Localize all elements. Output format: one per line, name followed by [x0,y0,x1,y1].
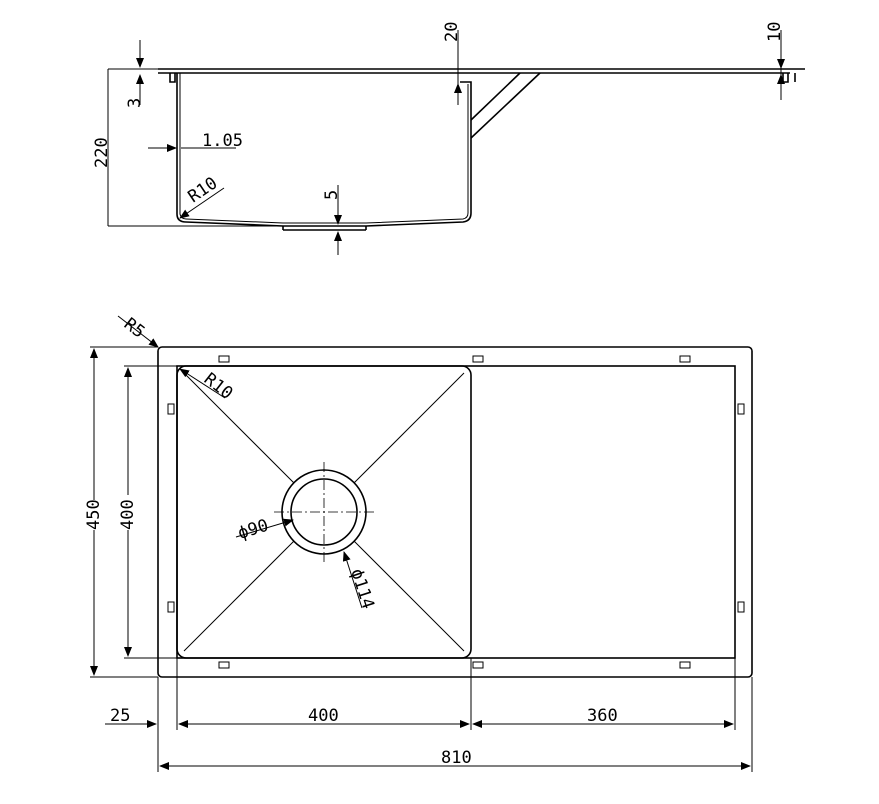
dim-r5-label: R5 [120,314,148,342]
dim-10-label: 10 [765,22,785,42]
top-view: R5 R10 ϕ90 ϕ114 450 400 25 40 [84,314,753,772]
mounting-clips [167,355,745,669]
dim-r10-top-arrow [179,368,226,399]
bowl-outline [176,365,472,659]
dim-phi90-label: ϕ90 [236,516,271,544]
drainer-area [176,365,736,659]
dim-400h-label: 400 [308,706,339,726]
dim-phi114-label: ϕ114 [346,566,378,611]
dim-r10-side-label: R10 [185,173,222,207]
dim-400v-label: 400 [118,499,138,530]
dim-5-label: 5 [322,190,342,200]
side-left-tab [169,73,176,83]
bowl-crease-tl [183,372,295,484]
dim-phi90-arrow [235,518,294,538]
side-right-tab [782,73,789,83]
dim-220-label: 220 [92,137,112,168]
dim-r10-top-label: R10 [200,369,237,404]
drain-inner-circle [290,478,358,546]
side-strut-a [470,72,521,121]
side-view: 20 10 3 220 1.05 R10 5 [92,22,805,255]
outer-rim [157,346,753,678]
dim-25-label: 25 [110,706,130,726]
dim-450-label: 450 [84,499,104,530]
dim-20-label: 20 [442,22,462,42]
bowl-crease-tr [353,372,465,484]
dim-phi114-arrow [342,551,363,609]
dim-360-label: 360 [587,706,618,726]
dim-1-05-label: 1.05 [202,131,243,151]
bowl-crease-bl [183,540,295,652]
side-strut-b [470,72,541,139]
dim-3-label: 3 [125,98,145,108]
dim-810-label: 810 [441,748,472,768]
dim-r5-arrow [117,315,159,348]
dim-r10-side-arrow [179,187,225,219]
bowl-crease-br [353,540,465,652]
